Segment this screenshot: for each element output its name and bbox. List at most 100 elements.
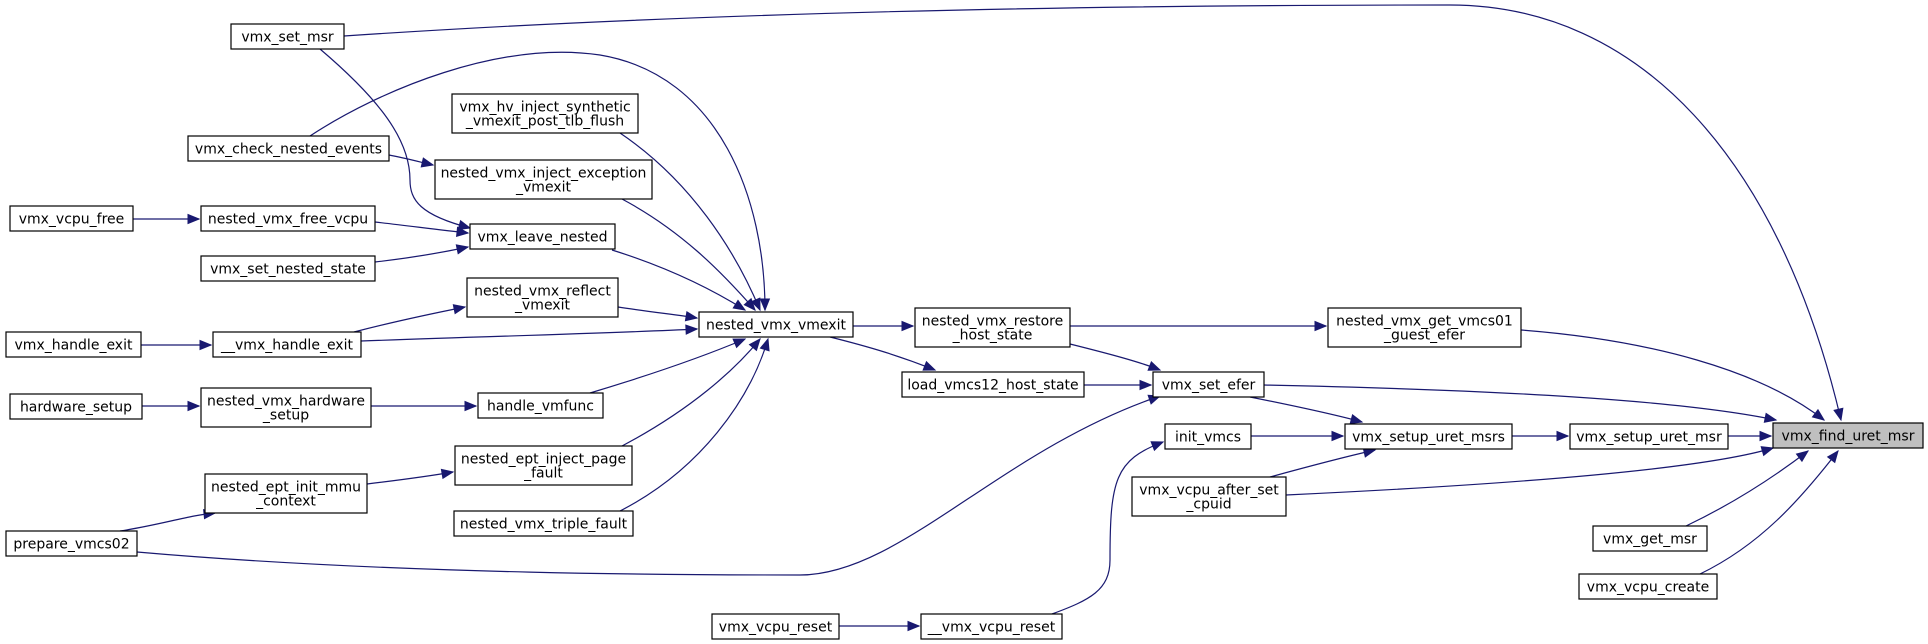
node-vmx-setup-uret-msr[interactable]: vmx_setup_uret_msr: [1569, 423, 1729, 450]
arrow-head-icon: [1331, 430, 1345, 442]
node-box: [212, 331, 362, 358]
edge-line: [374, 246, 469, 263]
node-box: [9, 393, 143, 420]
arrow-head-icon: [1147, 360, 1162, 371]
node-box: [698, 311, 854, 338]
edge-line: [589, 338, 746, 394]
edge-prepare_vmcs02-to-nested_ept_init_mmu_context: [119, 508, 217, 532]
node-label: vmx_vcpu_reset: [719, 620, 833, 636]
node-box: [200, 255, 376, 282]
node-box: [204, 473, 368, 514]
node-box: [920, 613, 1063, 640]
edge-nested_vmx_inject_exception-to-nested_vmx_vmexit: [621, 198, 756, 311]
node-vmx-vcpu-create[interactable]: vmx_vcpu_create: [1578, 573, 1718, 600]
node-hardware-setup[interactable]: hardware_setup: [9, 393, 143, 420]
node-nested-vmx-hardware-setup[interactable]: nested_vmx_hardware_setup: [200, 387, 372, 428]
node-box: [9, 205, 134, 232]
node-vmx-vcpu-after-set-cpuid[interactable]: vmx_vcpu_after_set_cpuid: [1131, 476, 1287, 517]
node-nested-vmx-reflect[interactable]: nested_vmx_reflect_vmexit: [466, 277, 619, 318]
edge-nested_vmx_vmexit-to-load_vmcs12_host_state: [829, 336, 937, 371]
arrow-head-icon: [922, 360, 937, 371]
node-vmx-vcpu-reset[interactable]: vmx_vcpu_reset: [711, 613, 840, 640]
node-box: [1131, 476, 1287, 517]
node-vmx-set-nested-state[interactable]: vmx_set_nested_state: [200, 255, 376, 282]
edge-nested_ept_init_mmu_context-to-nested_ept_inject_page_fault: [366, 468, 455, 485]
arrow-head-icon: [199, 339, 213, 351]
arrow-head-icon: [750, 297, 761, 312]
edge-nested_vmx_get_vmcs01-to-vmx_find_uret_msr: [1520, 329, 1826, 421]
node-label: nested_vmx_get_vmcs01: [1336, 314, 1513, 330]
edge-vmx_set_efer-to-vmx_find_uret_msr: [1263, 384, 1778, 423]
arrow-head-icon: [1760, 446, 1775, 457]
node-label: _guest_efer: [1383, 328, 1465, 344]
node-box: [477, 392, 604, 419]
node-box: [1772, 422, 1924, 449]
arrow-head-icon: [1759, 430, 1773, 442]
node-vmx-find-uret-msr[interactable]: vmx_find_uret_msr: [1772, 422, 1924, 449]
node-label: vmx_handle_exit: [15, 338, 133, 354]
edge-line: [119, 512, 216, 532]
edge-vmx_handle_exit-to-__vmx_handle_exit: [141, 339, 213, 351]
node-prepare-vmcs02[interactable]: prepare_vmcs02: [5, 530, 138, 557]
edge-vmx_set_msr-to-vmx_leave_nested: [319, 48, 472, 231]
edge-__vmx_handle_exit-to-nested_vmx_vmexit: [360, 324, 699, 342]
node-vmx-get-msr[interactable]: vmx_get_msr: [1592, 525, 1708, 552]
node-label: _vmexit: [515, 180, 571, 196]
node-label: hardware_setup: [20, 400, 132, 416]
node-label: vmx_set_nested_state: [210, 262, 366, 278]
edge-init_vmcs-to-vmx_setup_uret_msrs: [1251, 430, 1345, 442]
node---vmx-handle-exit[interactable]: __vmx_handle_exit: [212, 331, 362, 358]
node-vmx-set-msr[interactable]: vmx_set_msr: [230, 23, 345, 50]
edge-line: [1699, 450, 1839, 575]
edge-line: [621, 338, 761, 447]
node-nested-ept-init-mmu-context[interactable]: nested_ept_init_mmu_context: [204, 473, 368, 514]
node---vmx-vcpu-reset[interactable]: __vmx_vcpu_reset: [920, 613, 1063, 640]
edge-vmx_get_msr-to-vmx_find_uret_msr: [1685, 450, 1810, 527]
node-label: nested_ept_init_mmu: [211, 480, 361, 496]
node-vmx-hv-inject[interactable]: vmx_hv_inject_synthetic_vmexit_post_tlb_…: [451, 93, 639, 134]
node-label: handle_vmfunc: [487, 399, 594, 415]
node-box: [5, 530, 138, 557]
node-vmx-handle-exit[interactable]: vmx_handle_exit: [5, 331, 142, 358]
edge-load_vmcs12_host_state-to-vmx_set_efer: [1084, 379, 1153, 391]
arrow-head-icon: [1150, 441, 1165, 452]
arrow-head-icon: [684, 310, 699, 322]
node-label: vmx_leave_nested: [478, 230, 608, 246]
node-vmx-check-nested-events[interactable]: vmx_check_nested_events: [187, 135, 390, 162]
node-label: nested_vmx_restore: [922, 314, 1063, 330]
node-vmx-leave-nested[interactable]: vmx_leave_nested: [469, 223, 616, 250]
node-vmx-vcpu-free[interactable]: vmx_vcpu_free: [9, 205, 134, 232]
arrow-head-icon: [1139, 379, 1153, 391]
node-init-vmcs[interactable]: init_vmcs: [1164, 423, 1252, 450]
node-nested-vmx-free-vcpu[interactable]: nested_vmx_free_vcpu: [200, 205, 376, 232]
edge-vmx_vcpu_create-to-vmx_find_uret_msr: [1699, 449, 1839, 575]
node-load-vmcs12-host-state[interactable]: load_vmcs12_host_state: [901, 371, 1085, 398]
node-vmx-set-efer[interactable]: vmx_set_efer: [1152, 371, 1265, 398]
edge-vmx_vcpu_after_set_cpuid-to-vmx_setup_uret_msrs: [1269, 447, 1377, 478]
arrow-head-icon: [743, 297, 756, 311]
arrow-head-icon: [759, 298, 771, 312]
node-label: _cpuid: [1185, 497, 1231, 513]
edge-line: [319, 48, 471, 229]
node-nested-vmx-inject-exception[interactable]: nested_vmx_inject_exception_vmexit: [434, 159, 653, 200]
node-nested-vmx-restore[interactable]: nested_vmx_restore_host_state: [914, 307, 1071, 348]
node-label: nested_vmx_hardware: [207, 394, 365, 410]
edge-vmx_vcpu_free-to-nested_vmx_free_vcpu: [133, 213, 201, 225]
edge-nested_vmx_hardware_setup-to-handle_vmfunc: [371, 400, 478, 412]
edge-line: [1685, 450, 1809, 527]
node-box: [454, 445, 633, 486]
node-handle-vmfunc[interactable]: handle_vmfunc: [477, 392, 604, 419]
node-nested-vmx-triple-fault[interactable]: nested_vmx_triple_fault: [453, 510, 634, 537]
node-nested-vmx-vmexit[interactable]: nested_vmx_vmexit: [698, 311, 854, 338]
edge-line: [619, 132, 761, 311]
node-nested-ept-inject-page-fault[interactable]: nested_ept_inject_page_fault: [454, 445, 633, 486]
node-vmx-setup-uret-msrs[interactable]: vmx_setup_uret_msrs: [1344, 423, 1513, 450]
node-label: _vmexit: [514, 298, 570, 314]
node-nested-vmx-get-vmcs01[interactable]: nested_vmx_get_vmcs01_guest_efer: [1327, 307, 1522, 348]
node-label: _context: [255, 494, 316, 510]
edge-line: [1051, 441, 1164, 615]
node-box: [187, 135, 390, 162]
arrow-head-icon: [1795, 450, 1810, 463]
edge-line: [621, 198, 756, 311]
